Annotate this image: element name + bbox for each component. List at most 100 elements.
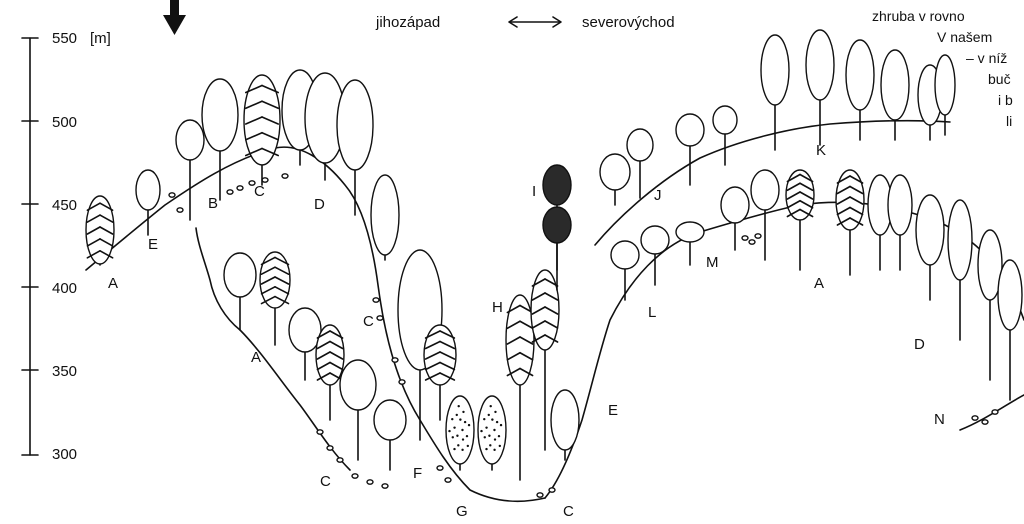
tree [611, 241, 639, 300]
tick-label-450: 450 [52, 197, 77, 214]
rock [382, 484, 388, 488]
corner-line-5: i b [998, 92, 1013, 108]
tree [446, 396, 474, 470]
zone-label-g: G [456, 503, 468, 519]
rock [537, 493, 543, 497]
scale-unit: [m] [90, 30, 111, 47]
tree [289, 308, 321, 380]
tick-label-550: 550 [52, 30, 77, 47]
tree [202, 79, 238, 200]
corner-line-6: li [1006, 113, 1012, 129]
corner-line-2: V našem [937, 29, 992, 45]
tree [316, 325, 344, 420]
corner-line-3: – v níž [966, 50, 1007, 66]
tree [881, 50, 909, 140]
zone-label-h: H [492, 299, 503, 316]
rock [755, 234, 761, 238]
tree [260, 252, 290, 345]
rock [237, 186, 243, 190]
rock [352, 474, 358, 478]
tick-label-300: 300 [52, 446, 77, 463]
rock [445, 478, 451, 482]
tree [627, 129, 653, 198]
zone-label-c-mid: C [363, 313, 374, 330]
tree [371, 175, 399, 260]
rock [177, 208, 183, 212]
tree [761, 35, 789, 150]
tree [641, 226, 669, 285]
zone-label-d-left: D [314, 196, 325, 213]
rock [262, 178, 268, 182]
tree-layer [86, 30, 1022, 480]
tree [935, 55, 955, 135]
orientation-header: jihozápad severovýchod [375, 14, 675, 31]
zone-label-e-left: E [148, 236, 158, 253]
rock [399, 380, 405, 384]
zone-label-c-bottom: C [320, 473, 331, 490]
arrow-down-icon [163, 0, 186, 35]
zone-label-k: K [816, 142, 826, 159]
tree [506, 295, 534, 480]
tree [676, 114, 704, 185]
rock [227, 190, 233, 194]
tree [337, 80, 373, 215]
corner-line-1: zhruba v rovno [872, 8, 965, 24]
rock [377, 316, 383, 320]
tree [916, 195, 944, 300]
rock [549, 488, 555, 492]
zone-label-b: B [208, 195, 218, 212]
tree [888, 175, 912, 270]
zone-label-c-valley: C [563, 503, 574, 519]
tree [751, 170, 779, 260]
zone-label-d-right: D [914, 336, 925, 353]
zone-label-n: N [934, 411, 945, 428]
corner-line-4: buč [988, 71, 1011, 87]
double-arrow-icon [509, 17, 561, 27]
tree [478, 396, 506, 470]
rock [392, 358, 398, 362]
tree [948, 200, 972, 340]
rock [992, 410, 998, 414]
zone-label-l: L [648, 304, 656, 321]
tree [806, 30, 834, 145]
rock [367, 480, 373, 484]
orientation-right-label: severovýchod [582, 14, 675, 31]
tick-label-350: 350 [52, 363, 77, 380]
tree [86, 196, 114, 265]
rock [972, 416, 978, 420]
zone-label-a-right: A [814, 275, 824, 292]
tree [836, 170, 864, 275]
tree [340, 360, 376, 460]
zone-label-j: J [654, 187, 662, 204]
rock [337, 458, 343, 462]
tick-label-400: 400 [52, 280, 77, 297]
rock [742, 236, 748, 240]
zone-label-i: I [532, 183, 536, 200]
tree [374, 400, 406, 470]
tree [551, 390, 579, 460]
zone-label-c-top: C [254, 183, 265, 200]
zone-label-a-left: A [108, 275, 118, 292]
rock [169, 193, 175, 197]
rock [327, 446, 333, 450]
tree [713, 106, 737, 165]
tree [786, 170, 814, 270]
tree [676, 222, 704, 265]
tree [244, 75, 280, 185]
zone-label-a-mid: A [251, 349, 261, 366]
rock [317, 430, 323, 434]
tree [868, 175, 892, 270]
orientation-left-label: jihozápad [375, 14, 440, 31]
rock [749, 240, 755, 244]
zone-label-f: F [413, 465, 422, 482]
rock [982, 420, 988, 424]
tree [998, 260, 1022, 400]
rock [437, 466, 443, 470]
tree [846, 40, 874, 140]
rock [373, 298, 379, 302]
rock [282, 174, 288, 178]
zone-label-m: M [706, 254, 719, 271]
zone-label-e-right: E [608, 402, 618, 419]
